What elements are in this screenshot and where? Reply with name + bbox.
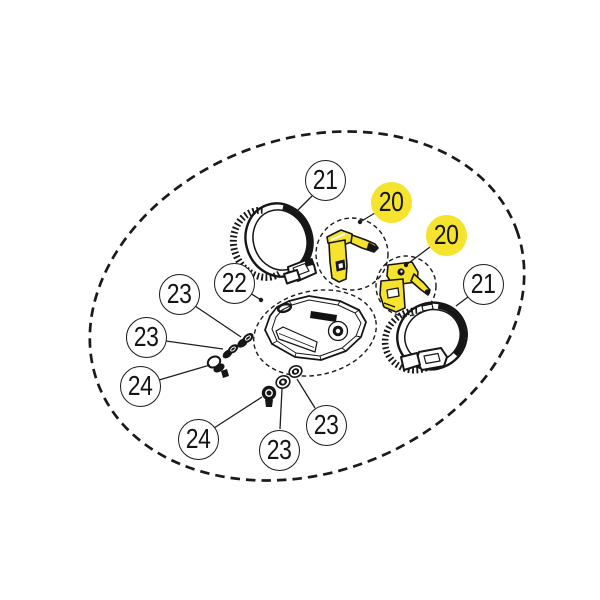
callout-23-left[interactable]: 23 — [125, 316, 167, 358]
callout-label: 20 — [433, 219, 459, 250]
mount-pad-label-plate — [310, 311, 337, 322]
arrow-dot-20-left — [357, 219, 363, 225]
clamp-band-outer — [396, 301, 468, 371]
screw-bottom — [261, 385, 277, 407]
flange-nut-highlight — [244, 335, 252, 341]
callout-23-bottom-right[interactable]: 23 — [305, 404, 347, 446]
bracket-arm — [410, 273, 431, 296]
flange-nut-upper — [237, 333, 254, 348]
clamp-band-tail — [400, 352, 421, 371]
mount-pad-top-face — [271, 299, 362, 357]
flange-nut-highlight — [230, 346, 236, 352]
leader-23-upper — [194, 305, 242, 338]
bracket-hole-center — [400, 270, 403, 273]
callout-label: 21 — [470, 268, 496, 299]
callout-23-bottom-middle[interactable]: 23 — [258, 429, 300, 471]
mount-pad-grommet-outer — [327, 320, 349, 342]
leader-20-right — [405, 246, 431, 266]
clamp-screw-head — [304, 258, 315, 267]
screw-head — [261, 385, 277, 401]
clamp-band-tail — [283, 269, 301, 285]
callout-23-upper[interactable]: 23 — [158, 273, 200, 315]
mount-pad-grommet-center — [335, 328, 341, 334]
washer-bottom-right — [288, 365, 303, 378]
bracket-slot-inner — [338, 263, 343, 269]
callout-20-right[interactable]: 20 — [425, 214, 467, 256]
hose-clamp-left — [229, 202, 317, 285]
callout-label: 23 — [313, 409, 339, 440]
hose-clamp-right — [381, 301, 468, 374]
bracket-bottom-edge — [383, 302, 396, 308]
leader-arrow-dots — [258, 219, 409, 303]
enclosure-bracket-left — [315, 217, 389, 291]
mount-pad — [264, 295, 367, 361]
leader-23-left — [165, 340, 224, 350]
callout-label: 24 — [185, 423, 211, 454]
screw-shaft — [221, 369, 229, 378]
screw-left — [206, 355, 229, 378]
callout-label: 23 — [133, 321, 159, 352]
leader-lines — [158, 195, 469, 430]
callout-24-bottom[interactable]: 24 — [177, 418, 219, 460]
bracket-highlighted-left — [326, 229, 379, 283]
screw-head-ring — [265, 389, 273, 397]
leader-24-bottom — [213, 396, 263, 429]
callout-24-left[interactable]: 24 — [119, 365, 161, 407]
callout-label: 21 — [312, 164, 338, 195]
bracket-arm-tip — [424, 289, 431, 295]
bracket-arm-tip — [366, 242, 379, 253]
leader-23-bottom-right — [296, 378, 316, 409]
screw-shaft — [265, 399, 273, 407]
mount-pad-corner-creases — [271, 300, 362, 361]
clamp-band-thick-edge — [282, 204, 313, 265]
bracket-top-highlight — [330, 233, 346, 241]
screw-collar — [213, 363, 225, 373]
arrow-dot-22 — [258, 297, 264, 303]
enclosure-mount-pad — [253, 289, 377, 377]
callout-label: 20 — [378, 186, 404, 217]
flange-nut-lower — [222, 344, 239, 359]
callout-label: 23 — [166, 278, 192, 309]
bracket-highlighted-right — [379, 261, 431, 313]
callout-label: 22 — [221, 267, 247, 298]
callout-22[interactable]: 22 — [213, 262, 255, 304]
arrow-dot-20-right — [403, 262, 409, 268]
mount-pad-channel-inner — [278, 333, 315, 348]
callout-21-left[interactable]: 21 — [304, 159, 346, 201]
callout-label: 24 — [127, 370, 153, 401]
leader-24-left — [158, 364, 211, 381]
clamp-band-thick-edge — [437, 303, 466, 357]
leader-21-left — [295, 195, 313, 213]
washer-bottom-left — [275, 375, 291, 389]
assembly-boundary-outline — [88, 130, 526, 482]
callout-20-left[interactable]: 20 — [370, 181, 412, 223]
callout-21-right[interactable]: 21 — [462, 263, 504, 305]
mount-pad-oval-hole — [276, 302, 293, 314]
leader-20-left — [359, 212, 376, 223]
leader-21-right — [455, 296, 469, 307]
clamp-screw-housing-inner — [423, 352, 441, 365]
clamp-band-slot — [421, 303, 434, 312]
bracket-slot — [386, 287, 400, 299]
mount-pad-channel — [275, 326, 318, 353]
leader-23-bottom-middle — [279, 388, 283, 430]
callout-label: 23 — [266, 434, 292, 465]
clamp-screw-housing — [415, 347, 448, 371]
